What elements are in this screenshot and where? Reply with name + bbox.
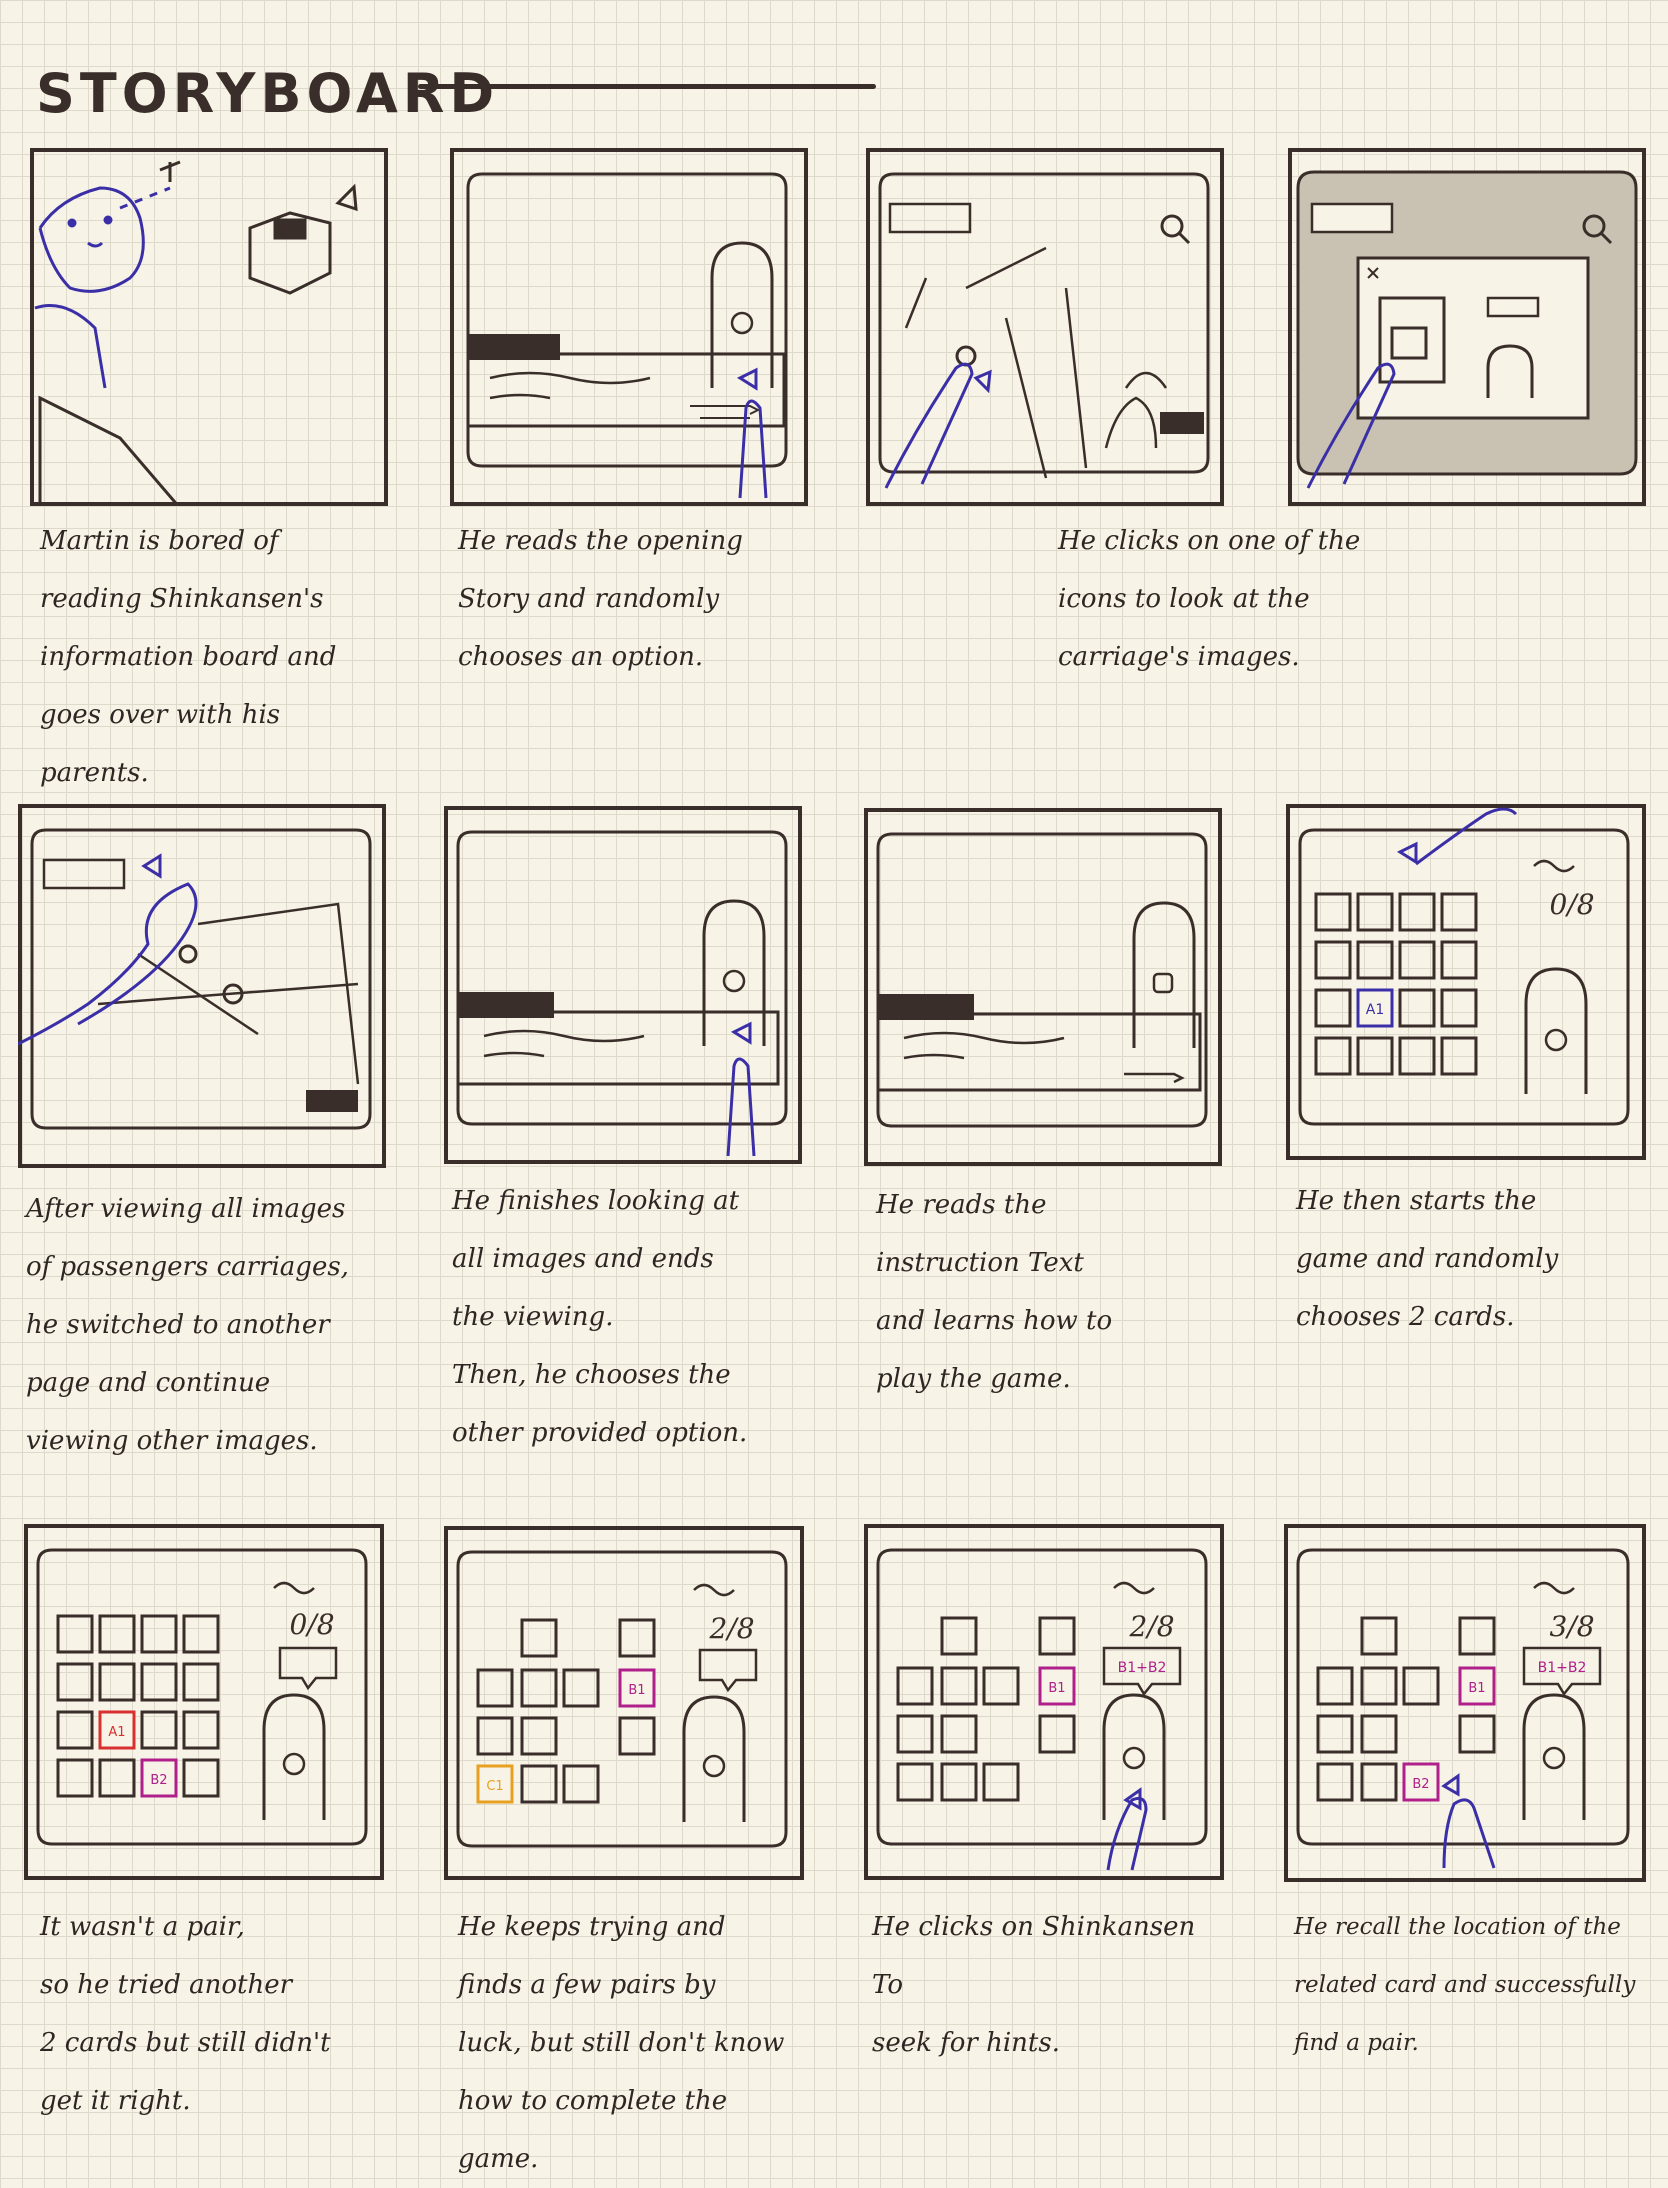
card-b1-revealed: B1 xyxy=(1468,1681,1485,1696)
caption-2: He reads the opening Story and randomly … xyxy=(458,526,743,672)
panel-10-finding-pairs: B1 C1 2/8 xyxy=(444,1526,804,1880)
storyboard-title: STORYBOARD xyxy=(36,62,500,125)
panel-12-find-pair: B1 B2 3/8 B1+B2 xyxy=(1284,1524,1646,1882)
card-a1-revealed: A1 xyxy=(108,1725,125,1740)
hint-b1-b2: B1+B2 xyxy=(1118,1660,1167,1676)
panel-11-seek-hints: B1 2/8 B1+B2 xyxy=(864,1524,1224,1880)
caption-4: He clicks on one of the icons to look at… xyxy=(1058,526,1361,672)
card-a1: A1 xyxy=(1366,1002,1384,1018)
boy-figure xyxy=(34,186,171,389)
card-c1-revealed: C1 xyxy=(486,1779,503,1794)
panel-6-end-viewing xyxy=(444,806,802,1164)
title-underline xyxy=(418,84,876,89)
score-2-8: 2/8 xyxy=(1128,1610,1174,1643)
score-0-8: 0/8 xyxy=(289,1608,334,1641)
caption-12: He recall the location of the related ca… xyxy=(1294,1914,1636,2056)
score-0-8: 0/8 xyxy=(1549,888,1594,921)
panel-5-switch-page xyxy=(18,804,386,1168)
panel-9-not-a-pair: A1 B2 0/8 xyxy=(24,1524,384,1880)
panel-7-instructions xyxy=(864,808,1222,1166)
hint-b1-b2: B1+B2 xyxy=(1538,1660,1587,1676)
caption-7: He reads the instruction Text and learns… xyxy=(876,1190,1113,1394)
card-b1-revealed: B1 xyxy=(628,1683,645,1698)
panel-1-martin-bored xyxy=(30,148,388,506)
card-b2-revealed: B2 xyxy=(150,1773,167,1788)
card-b1-revealed: B1 xyxy=(1048,1681,1065,1696)
caption-9: It wasn't a pair, so he tried another 2 … xyxy=(40,1912,331,2116)
caption-8: He then starts the game and randomly cho… xyxy=(1296,1186,1559,1332)
caption-1: Martin is bored of reading Shinkansen's … xyxy=(40,526,337,788)
caption-10: He keeps trying and finds a few pairs by… xyxy=(458,1912,785,2174)
caption-6: He finishes looking at all images and en… xyxy=(452,1186,748,1448)
caption-5: After viewing all images of passengers c… xyxy=(26,1194,349,1456)
info-board-sketch xyxy=(38,160,358,506)
score-2-8: 2/8 xyxy=(708,1612,754,1645)
card-b2-revealed: B2 xyxy=(1412,1777,1429,1792)
panel-4-carriage-popup xyxy=(1288,148,1646,506)
caption-11: He clicks on Shinkansen To seek for hint… xyxy=(872,1912,1196,2058)
score-3-8: 3/8 xyxy=(1549,1610,1594,1643)
panel-3-map-tap xyxy=(866,148,1224,506)
panel-2-opening-story xyxy=(450,148,808,506)
panel-8-game-start: A1 0/8 xyxy=(1286,804,1646,1160)
